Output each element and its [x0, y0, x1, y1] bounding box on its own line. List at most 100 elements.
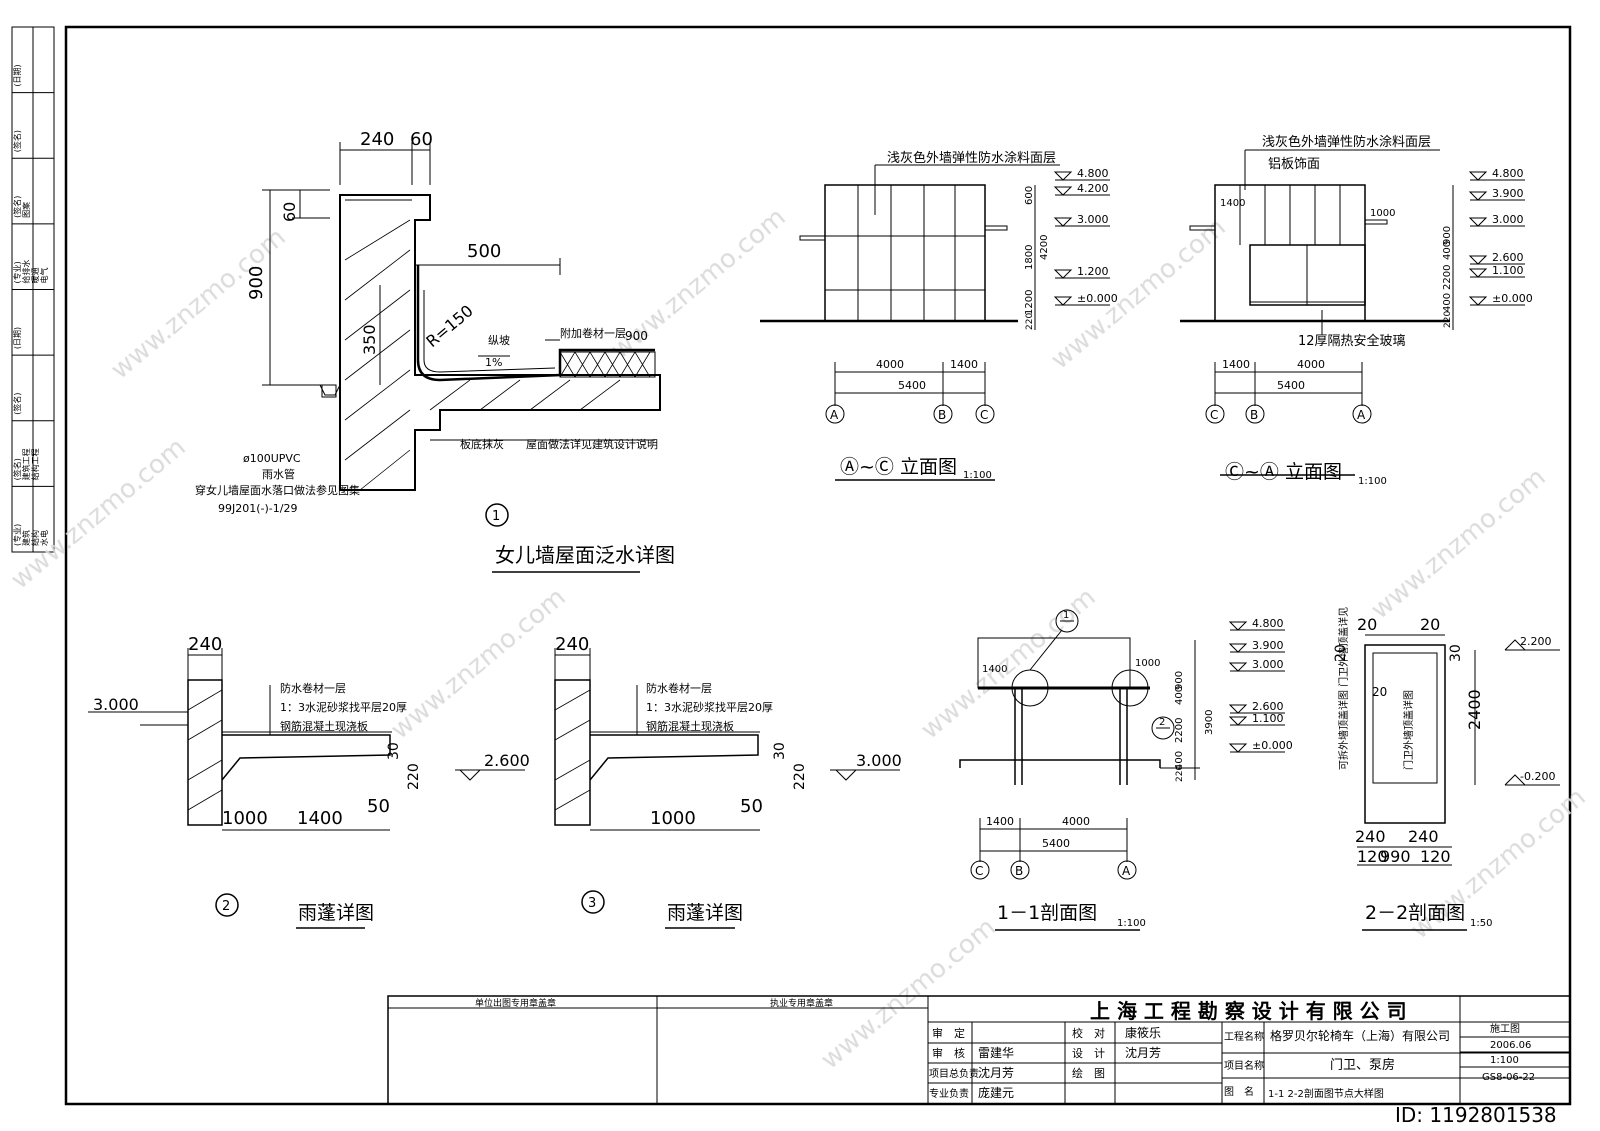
svg-text:400: 400	[1442, 293, 1453, 312]
svg-text:20: 20	[1333, 644, 1349, 662]
note-percent: 1%	[485, 356, 502, 369]
svg-text:www.znzmo.com: www.znzmo.com	[105, 222, 291, 385]
side-strip-label: (签名)	[12, 196, 22, 218]
svg-text:单位出图专用章盖章: 单位出图专用章盖章	[475, 997, 556, 1009]
svg-text:2: 2	[222, 899, 230, 914]
svg-text:1:100: 1:100	[1117, 918, 1146, 929]
svg-text:1: 1	[1063, 610, 1069, 621]
side-strip-label: (日期)	[13, 64, 22, 86]
svg-text:4000: 4000	[1062, 815, 1090, 828]
svg-text:50: 50	[367, 796, 390, 817]
sheet-border	[64, 25, 1572, 1106]
svg-text:12厚隔热安全玻璃: 12厚隔热安全玻璃	[1298, 333, 1406, 349]
level-label: 3.900	[1492, 187, 1524, 200]
level-label: 3.000	[1252, 658, 1284, 671]
svg-text:20: 20	[1372, 685, 1387, 699]
svg-text:600: 600	[1024, 186, 1035, 205]
svg-text:www.znzmo.com: www.znzmo.com	[1045, 212, 1231, 375]
svg-text:雨蓬详图: 雨蓬详图	[298, 902, 374, 924]
svg-text:1-1 2-2剖面图节点大样图: 1-1 2-2剖面图节点大样图	[1268, 1087, 1384, 1100]
company-name: 上 海 工 程 勘 察 设 计 有 限 公 司	[1090, 999, 1407, 1023]
dim-900-b: 900	[625, 329, 648, 343]
title-block: 单位出图专用章盖章 执业专用章盖章 上 海 工 程 勘 察 设 计 有 限 公 …	[387, 995, 1571, 1105]
svg-text:220: 220	[1443, 311, 1453, 328]
svg-text:1800: 1800	[1024, 245, 1035, 270]
svg-text:1:50: 1:50	[1470, 918, 1492, 929]
svg-text:庞建元: 庞建元	[978, 1085, 1014, 1100]
svg-text:B: B	[1015, 864, 1023, 878]
level-label: 3.000	[1492, 213, 1524, 226]
svg-text:3.000: 3.000	[93, 695, 139, 714]
canopy-detail-2: 240 3.000 防水卷材一层 1：3水泥砂浆找平层20厚 钢筋混凝土现浇板 …	[88, 634, 530, 929]
level-label: ±0.000	[1252, 739, 1293, 752]
elev-ac-title: Ⓐ~Ⓒ 立面图	[840, 456, 957, 478]
svg-text:1000: 1000	[222, 808, 268, 829]
svg-text:990: 990	[1380, 847, 1411, 866]
svg-text:1：3水泥砂浆找平层20厚: 1：3水泥砂浆找平层20厚	[280, 700, 407, 714]
canopy-detail-3: 240 防水卷材一层 1：3水泥砂浆找平层20厚 钢筋混凝土现浇板 30 220…	[554, 634, 902, 929]
svg-text:防水卷材一层: 防水卷材一层	[646, 681, 712, 695]
svg-text:绘 图: 绘 图	[1072, 1066, 1105, 1080]
svg-text:1400: 1400	[1222, 358, 1250, 371]
dim-240: 240	[360, 129, 394, 150]
side-strip-label: (专业)	[12, 524, 22, 546]
side-strip-label: 结构工程	[30, 448, 40, 480]
svg-text:康筱乐: 康筱乐	[1125, 1025, 1161, 1040]
note-atlas: 99J201(-)-1/29	[218, 502, 297, 515]
svg-text:2200: 2200	[1442, 265, 1453, 290]
svg-text:4000: 4000	[876, 358, 904, 371]
side-strip-label: 图案	[21, 202, 31, 218]
svg-text:沈月芳: 沈月芳	[978, 1065, 1014, 1080]
level-label: ±0.000	[1077, 292, 1118, 305]
elev-ac-note: 浅灰色外墙弹性防水涂料面层	[887, 150, 1056, 166]
svg-text:1000: 1000	[1370, 208, 1395, 219]
svg-text:1:100: 1:100	[1358, 476, 1387, 487]
level-label: 1.100	[1492, 264, 1524, 277]
svg-text:门卫、泵房: 门卫、泵房	[1330, 1057, 1395, 1073]
svg-text:GS8-06-22: GS8-06-22	[1482, 1072, 1535, 1083]
svg-text:www.znzmo.com: www.znzmo.com	[385, 582, 571, 745]
svg-text:400: 400	[1442, 241, 1453, 260]
svg-text:格罗贝尔轮椅车（上海）有限公司: 格罗贝尔轮椅车（上海）有限公司	[1270, 1028, 1450, 1043]
svg-text:专业负责: 专业负责	[929, 1087, 969, 1100]
level-label: 3.000	[1077, 213, 1109, 226]
side-strip-label: (日期)	[13, 327, 22, 349]
svg-text:雷建华: 雷建华	[978, 1046, 1014, 1060]
svg-text:5400: 5400	[898, 379, 926, 392]
section-1-1: 1 2 1400 1000 4.8003.9003.0002.6001.100±…	[959, 609, 1293, 931]
level-label: 2.600	[1252, 700, 1284, 713]
svg-text:2200: 2200	[1174, 718, 1185, 743]
svg-text:项目总负责: 项目总负责	[929, 1067, 979, 1080]
svg-text:240: 240	[1355, 827, 1386, 846]
detail-title: 女儿墙屋面泛水详图	[495, 543, 675, 567]
side-strip-label: 结构	[30, 530, 40, 546]
svg-text:220: 220	[1175, 765, 1185, 782]
svg-text:1000: 1000	[1135, 658, 1160, 669]
svg-text:1200: 1200	[1024, 290, 1035, 315]
dim-60-v: 60	[280, 202, 299, 222]
svg-text:浅灰色外墙弹性防水涂料面层: 浅灰色外墙弹性防水涂料面层	[1262, 134, 1431, 150]
section-2-2: 20 20 20 30 20 2400 可拆外墙顶盖详图 门卫外墙顶盖详见 门卫…	[1333, 607, 1560, 931]
dim-350: 350	[360, 324, 379, 355]
svg-text:2006.06: 2006.06	[1490, 1040, 1531, 1051]
svg-text:B: B	[1250, 408, 1258, 422]
svg-text:220: 220	[1025, 313, 1035, 330]
svg-text:审 核: 审 核	[932, 1046, 965, 1060]
side-strip-label: 电气	[39, 268, 49, 284]
svg-text:400: 400	[1174, 751, 1185, 770]
svg-text:3900: 3900	[1204, 710, 1215, 735]
svg-text:120: 120	[1357, 847, 1388, 866]
svg-text:1－1剖面图: 1－1剖面图	[997, 902, 1097, 924]
svg-text:1400: 1400	[1220, 198, 1245, 209]
svg-text:防水卷材一层: 防水卷材一层	[280, 681, 346, 695]
svg-text:审 定: 审 定	[932, 1026, 965, 1040]
svg-text:-0.200: -0.200	[1520, 770, 1555, 783]
dim-60: 60	[410, 129, 433, 150]
svg-text:施工图: 施工图	[1490, 1022, 1520, 1035]
level-label: 1.100	[1252, 712, 1284, 725]
level-label: 1.200	[1077, 265, 1109, 278]
corner-id: ID: 1192801538	[1395, 1103, 1557, 1127]
svg-text:钢筋混凝土现浇板: 钢筋混凝土现浇板	[646, 719, 734, 733]
